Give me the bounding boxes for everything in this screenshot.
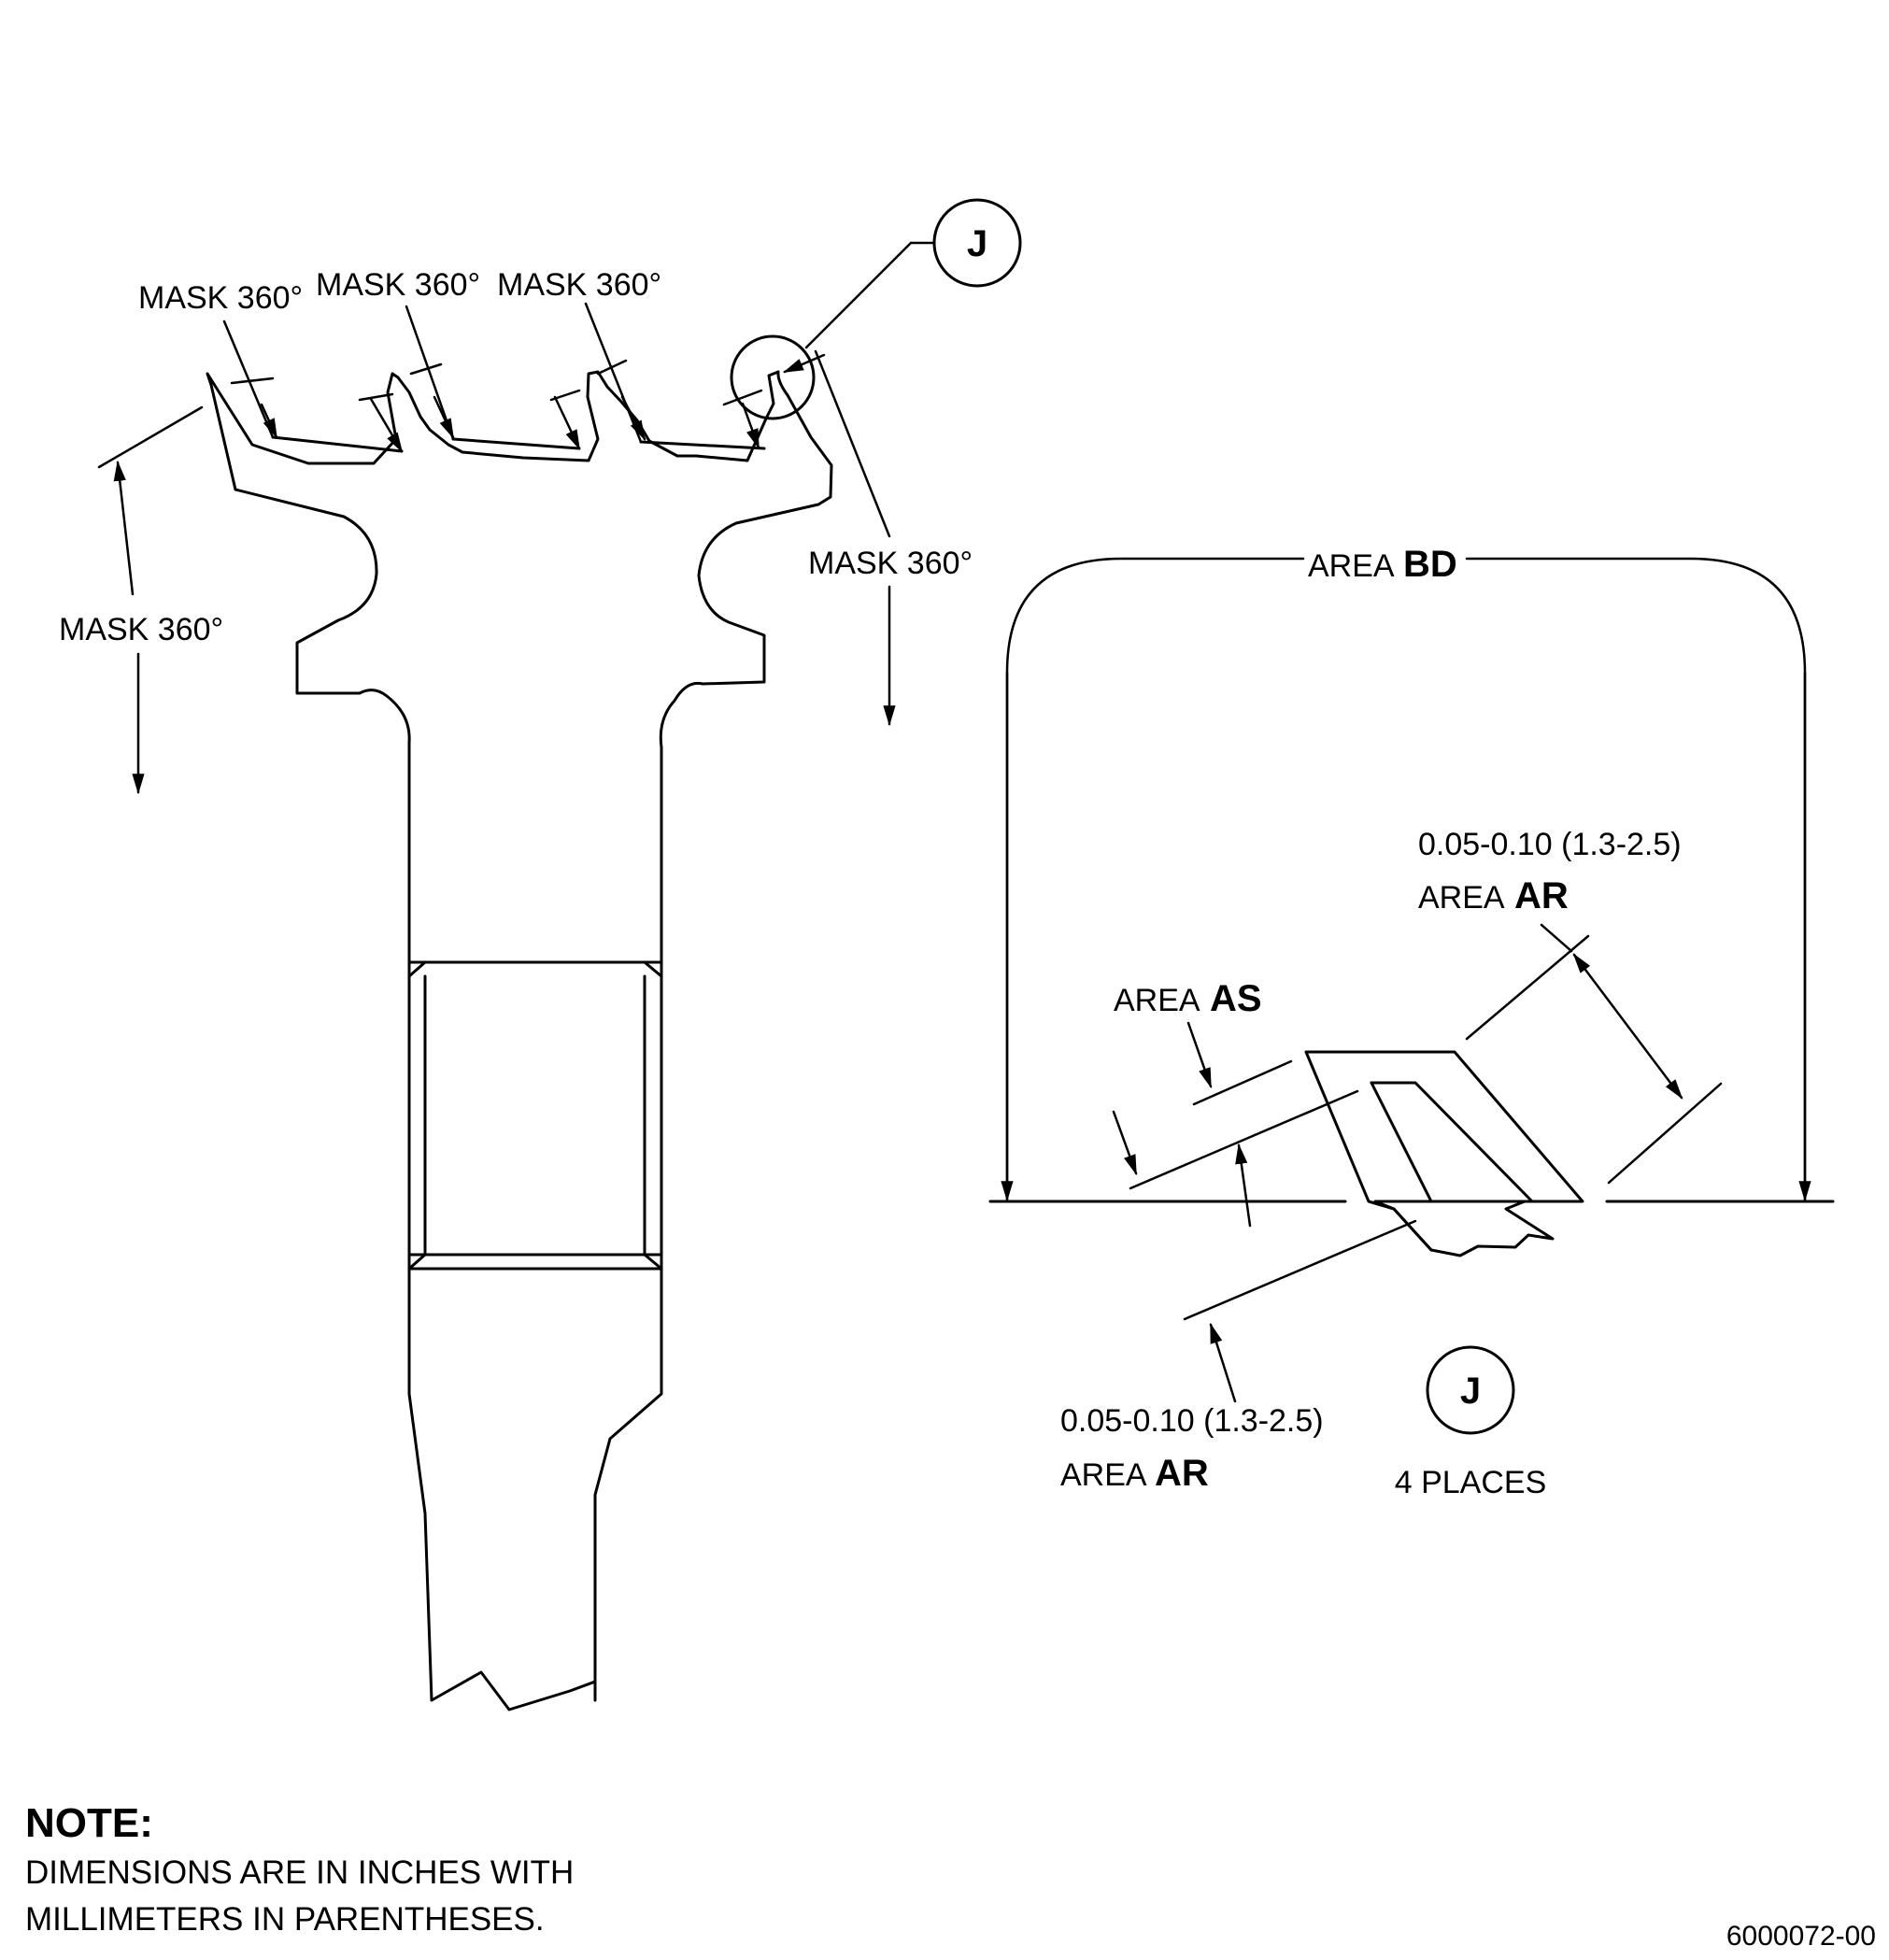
area-ar-lower-word: AREA: [1060, 1457, 1147, 1493]
area-as-code: AS: [1210, 978, 1262, 1019]
mask-label-3: MASK 360°: [497, 267, 661, 303]
area-bd-code: BD: [1403, 544, 1457, 585]
area-bd-word: AREA: [1308, 548, 1395, 584]
tip-inner: [1370, 1081, 1534, 1252]
figure-number: 6000072-00: [1726, 1921, 1876, 1952]
mask-label-1: MASK 360°: [138, 280, 303, 316]
note-line-2: MILLIMETERS IN PARENTHESES.: [25, 1901, 545, 1938]
detail-j-view: AREA BD AREA AS 0.05-0.10 (1.3-2.5) AREA…: [988, 544, 1835, 1500]
dim-lower: 0.05-0.10 (1.3-2.5): [1060, 1403, 1324, 1439]
detail-title-letter: J: [1460, 1371, 1481, 1412]
blade-part: [206, 370, 833, 1711]
places-label: 4 PLACES: [1395, 1465, 1547, 1500]
mask-label-2: MASK 360°: [316, 267, 480, 303]
dim-upper: 0.05-0.10 (1.3-2.5): [1418, 827, 1682, 862]
detail-j-callout: J: [730, 198, 1022, 420]
note-line-1: DIMENSIONS ARE IN INCHES WITH: [25, 1854, 574, 1891]
detail-circle: [730, 334, 816, 420]
note-title: NOTE:: [25, 1800, 153, 1846]
mask-label-5: MASK 360°: [59, 612, 223, 647]
blade-shank-outline: [407, 960, 663, 1711]
detail-title-balloon: [1426, 1345, 1515, 1435]
area-as-word: AREA: [1114, 983, 1200, 1018]
detail-ref-balloon: [932, 198, 1022, 288]
detail-ref-letter: J: [967, 223, 987, 264]
blade-root-outline: [206, 370, 833, 964]
area-ar-upper-code: AR: [1514, 875, 1569, 916]
tip-outer: [1304, 1050, 1584, 1257]
mask-callouts: MASK 360° MASK 360° MASK 360° MASK 360° …: [59, 267, 973, 795]
area-ar-lower-code: AR: [1155, 1453, 1209, 1494]
mask-label-4: MASK 360°: [808, 546, 973, 581]
area-ar-upper-word: AREA: [1418, 880, 1505, 916]
